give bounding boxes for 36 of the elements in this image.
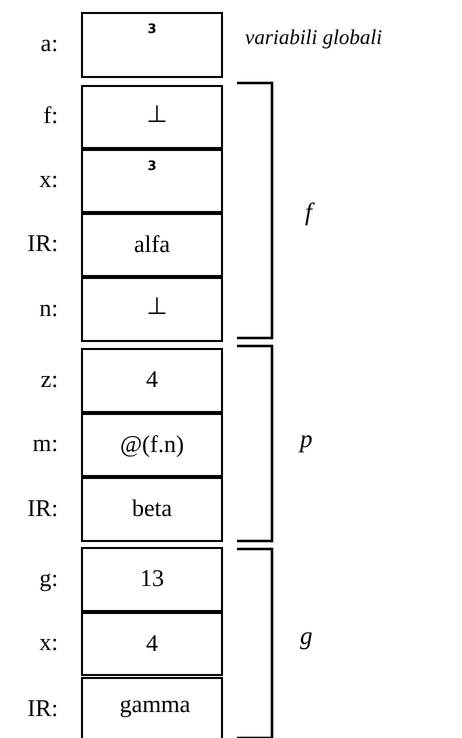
cell-value: @(f.n) [118,431,186,459]
memory-cell [81,348,223,413]
cell-value: ⊥ [146,101,168,129]
memory-cell [81,547,223,612]
memory-cell [81,213,223,277]
cell-value: gamma [118,691,192,719]
cell-value: ⊥ [146,293,168,321]
cell-value: 3 [146,22,158,38]
memory-cell [81,413,223,477]
cell-value: 4 [145,366,159,394]
variable-name: f: [43,102,58,130]
memory-cell [81,477,223,542]
frame-label: p [300,425,312,455]
cell-value: beta [131,495,173,523]
cell-value: alfa [133,231,171,259]
variable-name: IR: [27,695,58,723]
cell-value: 4 [145,630,159,658]
cell-value: 3 [146,159,158,175]
variable-name: n: [39,294,58,322]
memory-cell [81,277,223,342]
variable-name: x: [39,629,58,657]
variable-name: IR: [27,230,58,258]
memory-cell [81,677,223,738]
memory-cell [81,149,223,213]
memory-cell [81,12,223,78]
cell-value: 13 [139,565,165,593]
variable-name: a: [40,30,58,58]
memory-cell [81,612,223,676]
variable-name: z: [40,366,58,394]
variable-name: m: [32,430,58,458]
section-title: variabili globali [245,24,382,51]
variable-name: x: [39,166,58,194]
variable-name: IR: [27,494,58,522]
memory-cell [81,85,223,149]
variable-name: g: [39,564,58,592]
frame-label: g [300,622,312,652]
